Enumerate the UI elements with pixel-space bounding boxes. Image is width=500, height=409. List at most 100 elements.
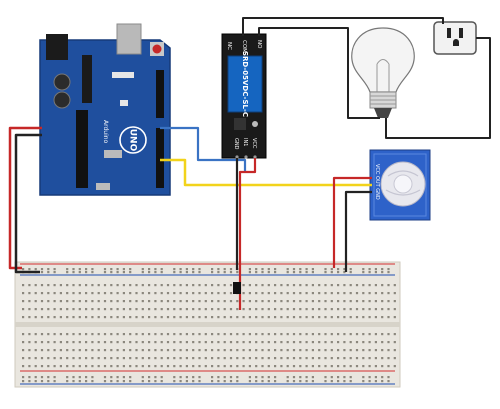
breadboard-hole bbox=[173, 333, 176, 336]
breadboard-hole bbox=[349, 376, 352, 379]
breadboard-hole bbox=[110, 300, 113, 303]
breadboard-hole bbox=[129, 300, 132, 303]
breadboard-hole bbox=[122, 341, 125, 344]
breadboard-hole bbox=[311, 316, 314, 319]
wall-outlet-icon bbox=[433, 21, 477, 55]
breadboard-hole bbox=[343, 333, 346, 336]
breadboard-hole bbox=[286, 380, 289, 383]
breadboard-hole bbox=[355, 284, 359, 287]
breadboard-hole bbox=[116, 341, 119, 344]
breadboard-hole bbox=[299, 333, 302, 336]
breadboard-hole bbox=[148, 380, 151, 383]
breadboard-hole bbox=[324, 365, 327, 368]
breadboard-hole bbox=[179, 357, 182, 360]
breadboard-hole bbox=[280, 316, 283, 319]
breadboard-hole bbox=[305, 380, 308, 383]
breadboard-hole bbox=[103, 341, 107, 344]
breadboard-hole bbox=[261, 300, 264, 303]
breadboard-hole bbox=[330, 349, 333, 352]
breadboard-hole bbox=[185, 284, 188, 287]
breadboard-hole bbox=[255, 376, 258, 379]
breadboard-hole bbox=[324, 357, 327, 360]
breadboard-hole bbox=[343, 316, 346, 319]
breadboard-hole bbox=[97, 308, 100, 311]
breadboard-hole bbox=[217, 341, 220, 344]
breadboard-hole bbox=[160, 292, 163, 295]
breadboard-hole bbox=[330, 380, 333, 383]
breadboard-hole bbox=[53, 357, 56, 360]
breadboard-hole bbox=[299, 380, 302, 383]
breadboard-hole bbox=[198, 349, 201, 352]
breadboard-hole bbox=[40, 380, 44, 383]
breadboard-hole bbox=[192, 365, 195, 368]
breadboard-hole bbox=[166, 308, 170, 311]
breadboard-hole bbox=[22, 365, 25, 368]
breadboard-hole bbox=[305, 341, 308, 344]
breadboard-hole bbox=[85, 376, 88, 379]
breadboard-hole bbox=[192, 292, 195, 295]
breadboard-hole bbox=[343, 284, 346, 287]
breadboard-hole bbox=[387, 308, 390, 311]
breadboard-hole bbox=[185, 308, 188, 311]
breadboard-hole bbox=[318, 284, 321, 287]
breadboard-hole bbox=[211, 300, 214, 303]
breadboard-hole bbox=[72, 349, 75, 352]
breadboard-hole bbox=[53, 316, 56, 319]
breadboard-hole bbox=[311, 349, 314, 352]
breadboard-hole bbox=[318, 316, 321, 319]
breadboard-hole bbox=[381, 308, 384, 311]
relay-coil-text: SRD-05VDC-SL-C bbox=[241, 51, 249, 117]
breadboard-hole bbox=[355, 365, 359, 368]
breadboard-hole bbox=[299, 357, 302, 360]
breadboard-hole bbox=[72, 380, 75, 383]
breadboard-hole bbox=[103, 284, 107, 287]
breadboard-hole bbox=[40, 271, 44, 274]
breadboard-hole bbox=[286, 349, 289, 352]
breadboard-hole bbox=[242, 300, 245, 303]
breadboard-hole bbox=[236, 349, 239, 352]
breadboard-hole bbox=[179, 292, 182, 295]
breadboard-hole bbox=[103, 271, 107, 274]
breadboard-hole bbox=[160, 333, 163, 336]
breadboard-hole bbox=[362, 333, 365, 336]
breadboard-hole bbox=[72, 308, 75, 311]
breadboard-hole bbox=[148, 308, 151, 311]
breadboard-hole bbox=[286, 300, 289, 303]
breadboard-hole bbox=[349, 268, 352, 271]
breadboard-hole bbox=[217, 300, 220, 303]
power-jack bbox=[46, 34, 68, 60]
breadboard-hole bbox=[110, 380, 113, 383]
breadboard-hole bbox=[236, 308, 239, 311]
breadboard-hole bbox=[311, 365, 314, 368]
breadboard-hole bbox=[198, 380, 201, 383]
relay-pin-dot bbox=[244, 155, 248, 159]
breadboard-hole bbox=[66, 349, 69, 352]
breadboard-hole bbox=[242, 316, 245, 319]
breadboard-hole bbox=[255, 292, 258, 295]
relay-pin-gnd: GND bbox=[233, 138, 239, 150]
breadboard-hole bbox=[324, 300, 327, 303]
breadboard-hole bbox=[179, 300, 182, 303]
breadboard-hole bbox=[362, 316, 365, 319]
breadboard-hole bbox=[242, 292, 245, 295]
breadboard-hole bbox=[337, 292, 340, 295]
breadboard-hole bbox=[198, 357, 201, 360]
breadboard-hole bbox=[28, 357, 31, 360]
breadboard-hole bbox=[141, 268, 144, 271]
breadboard-hole bbox=[148, 365, 151, 368]
breadboard-hole bbox=[267, 284, 270, 287]
breadboard-hole bbox=[85, 365, 88, 368]
breadboard-hole bbox=[242, 341, 245, 344]
breadboard-hole bbox=[274, 308, 277, 311]
breadboard-hole bbox=[349, 333, 352, 336]
breadboard-hole bbox=[223, 308, 226, 311]
breadboard-hole bbox=[229, 376, 233, 379]
breadboard-hole bbox=[349, 365, 352, 368]
breadboard-hole bbox=[110, 341, 113, 344]
breadboard-hole bbox=[122, 349, 125, 352]
breadboard-hole bbox=[97, 357, 100, 360]
breadboard-hole bbox=[255, 284, 258, 287]
breadboard-hole bbox=[85, 271, 88, 274]
breadboard-hole bbox=[122, 292, 125, 295]
breadboard-hole bbox=[148, 376, 151, 379]
